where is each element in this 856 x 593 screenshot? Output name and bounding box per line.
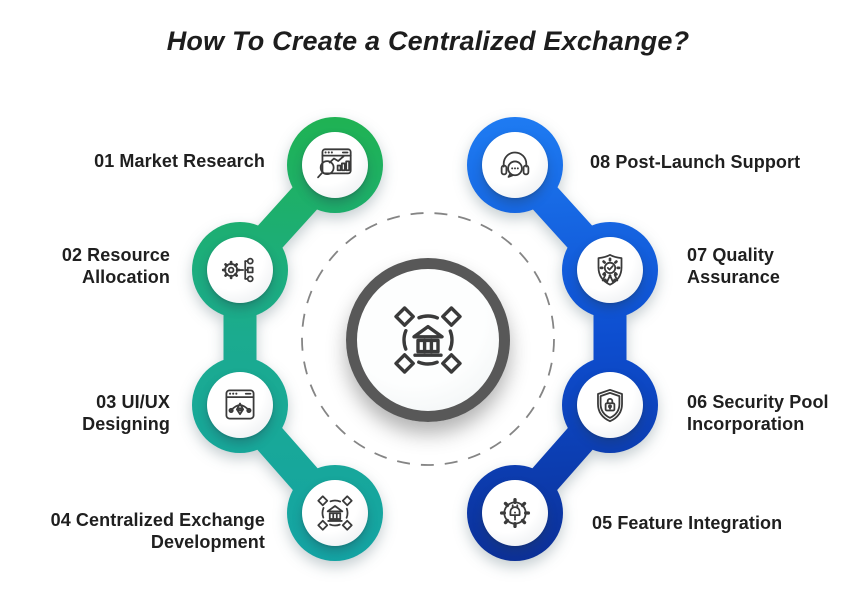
step-06-label: 06 Security Pool Incorporation [687,392,829,434]
centralized-exchange-hub-icon [384,296,472,384]
centralized-exchange-development-icon [312,490,358,536]
security-pool-incorporation-icon [597,388,623,423]
post-launch-support-icon [500,151,530,178]
center-hub [346,258,510,422]
step-08-label: 08 Post-Launch Support [590,152,801,172]
market-research-icon [317,148,352,179]
step-05-label: 05 Feature Integration [592,513,783,533]
uiux-designing-icon [225,389,255,420]
page-title: How To Create a Centralized Exchange? [166,26,690,56]
step-04-label: 04 Centralized Exchange Development [50,510,265,552]
resource-allocation-icon [221,257,254,283]
step-05-node [482,480,548,546]
step-02-node [207,237,273,303]
quality-assurance-icon [597,253,623,286]
step-03-node [207,372,273,438]
step-07-node [577,237,643,303]
step-02-label: 02 Resource Allocation [61,245,170,287]
step-07-label: 07 Quality Assurance [687,245,780,287]
step-08-node [482,132,548,198]
step-01-node [302,132,368,198]
step-01-label: 01 Market Research [94,151,265,171]
step-04-node [302,480,368,546]
feature-integration-icon [499,497,531,529]
step-03-label: 03 UI/UX Designing [82,392,170,434]
step-06-node [577,372,643,438]
